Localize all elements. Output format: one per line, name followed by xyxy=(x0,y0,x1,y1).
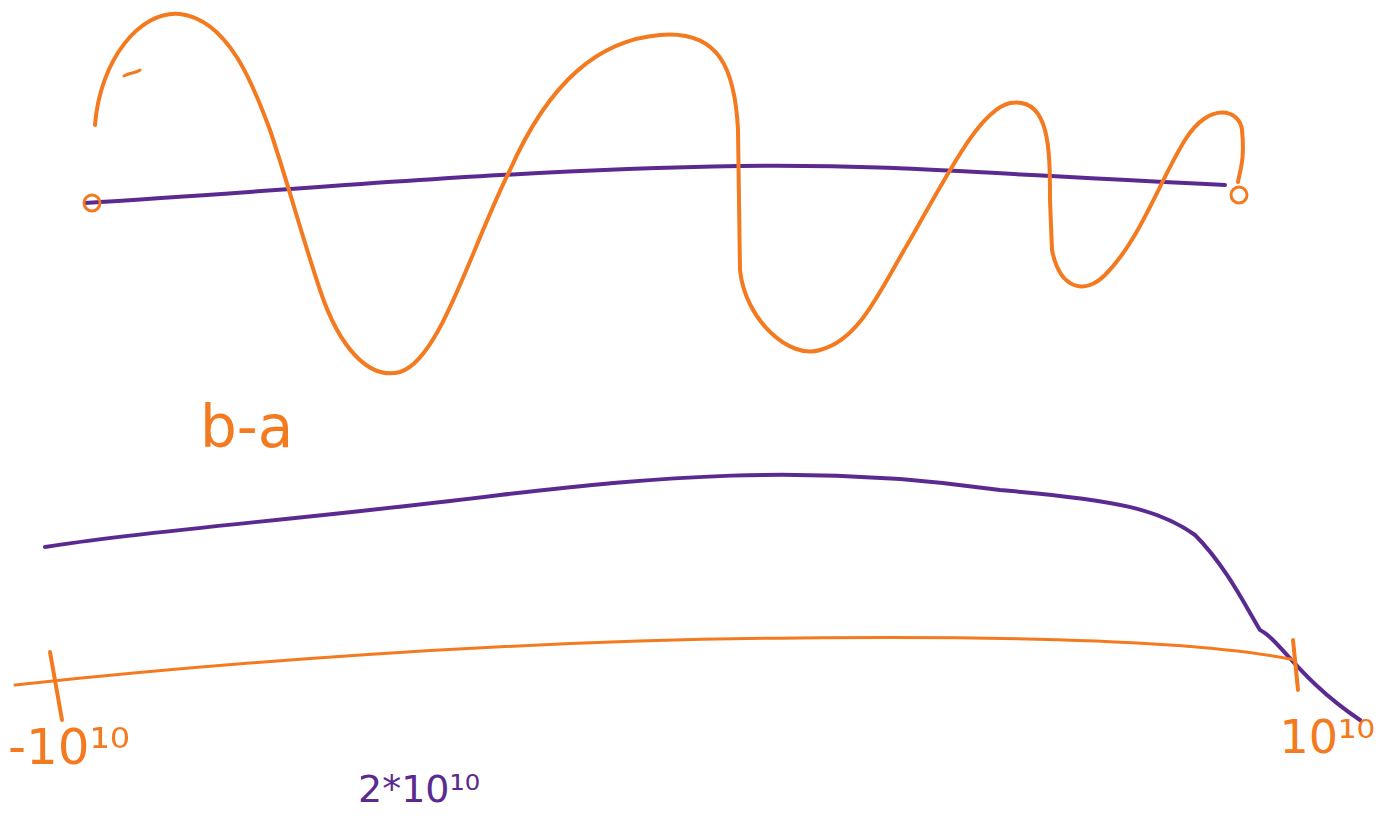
axis-line xyxy=(15,638,1295,685)
endpoint-marker xyxy=(1231,187,1247,203)
sketch-label: b-a xyxy=(200,398,293,456)
axis-tick xyxy=(50,652,62,720)
sketch-label: 10¹⁰ xyxy=(1280,714,1375,760)
sketch-label: -10¹⁰ xyxy=(8,722,130,772)
long-curve xyxy=(45,475,1360,720)
interval-line xyxy=(85,166,1225,203)
small-mark xyxy=(124,70,140,76)
wavy-curve xyxy=(95,14,1243,373)
axis-tick xyxy=(1293,640,1298,690)
sketch-label: 2*10¹⁰ xyxy=(358,770,480,808)
endpoint-marker xyxy=(84,195,100,211)
